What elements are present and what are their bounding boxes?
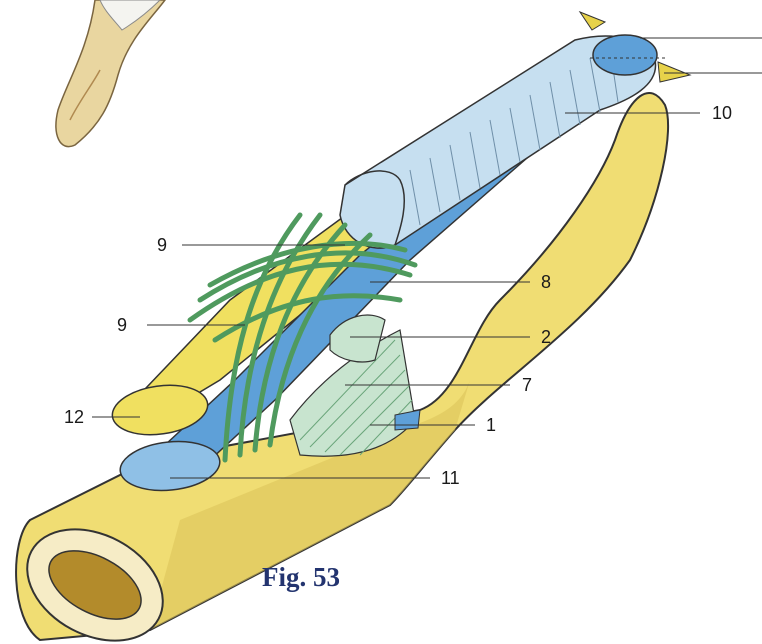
label-11: 11 <box>441 469 460 487</box>
label-10: 10 <box>712 104 732 122</box>
figure-caption: Fig. 53 <box>262 562 340 593</box>
label-2: 2 <box>541 328 551 346</box>
tendon-end <box>593 35 657 75</box>
label-12: 12 <box>64 408 84 426</box>
label-8: 8 <box>541 273 551 291</box>
label-1: 1 <box>486 416 496 434</box>
label-9-upper: 9 <box>157 236 167 254</box>
label-7: 7 <box>522 376 532 394</box>
label-9-lower: 9 <box>117 316 127 334</box>
finger-sketch-icon <box>56 0 165 147</box>
